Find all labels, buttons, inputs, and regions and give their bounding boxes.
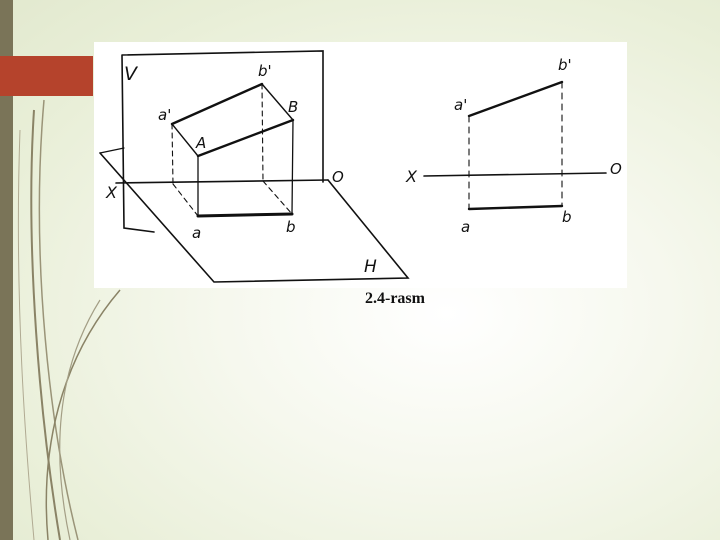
right-label-axis-x: X bbox=[405, 167, 418, 186]
plane-v-outline bbox=[121, 50, 324, 233]
projector-b-prime-b-big bbox=[261, 83, 294, 121]
dashed-a-diagonal bbox=[172, 183, 199, 217]
segment-a-prime-b-prime bbox=[170, 82, 264, 126]
projection-drawing: V H X O a' b' A B a b X O a' b' a b bbox=[99, 50, 622, 283]
plane-h-fold bbox=[99, 147, 125, 154]
figure-panel: V H X O a' b' A B a b X O a' b' a b bbox=[94, 42, 627, 288]
label-point-b: B bbox=[288, 98, 298, 116]
axis-x-o bbox=[115, 179, 329, 184]
right-label-b: b bbox=[562, 208, 572, 226]
plane-h-outline bbox=[99, 152, 410, 283]
label-plane-h: H bbox=[364, 257, 377, 277]
dashed-b-diagonal bbox=[262, 180, 293, 215]
label-a-prime: a' bbox=[158, 106, 171, 124]
right-label-a-prime: a' bbox=[454, 96, 467, 114]
label-point-a: A bbox=[195, 134, 206, 152]
right-segment-ab bbox=[467, 204, 564, 211]
label-a: a bbox=[192, 224, 201, 242]
right-label-b-prime: b' bbox=[558, 56, 572, 74]
dashed-a-prime-down bbox=[171, 123, 174, 185]
label-b-prime: b' bbox=[258, 62, 272, 80]
figure-caption: 2.4-rasm bbox=[365, 290, 425, 307]
right-segment-a-prime-b-prime bbox=[467, 80, 564, 118]
side-bar bbox=[0, 0, 13, 540]
projector-b-vertical bbox=[291, 119, 294, 215]
right-axis-x-o bbox=[423, 172, 607, 177]
label-axis-o: O bbox=[332, 168, 344, 186]
dashed-b-prime-down bbox=[261, 83, 264, 182]
segment-ab bbox=[196, 118, 295, 158]
label-plane-v: V bbox=[124, 63, 139, 85]
right-label-axis-o: O bbox=[610, 160, 622, 178]
label-b: b bbox=[286, 218, 296, 236]
label-axis-x: X bbox=[105, 183, 118, 202]
segment-ab-horizontal bbox=[196, 212, 294, 218]
projector-a-prime-a-big bbox=[171, 123, 199, 157]
right-label-a: a bbox=[461, 218, 470, 236]
accent-tab bbox=[0, 56, 93, 96]
